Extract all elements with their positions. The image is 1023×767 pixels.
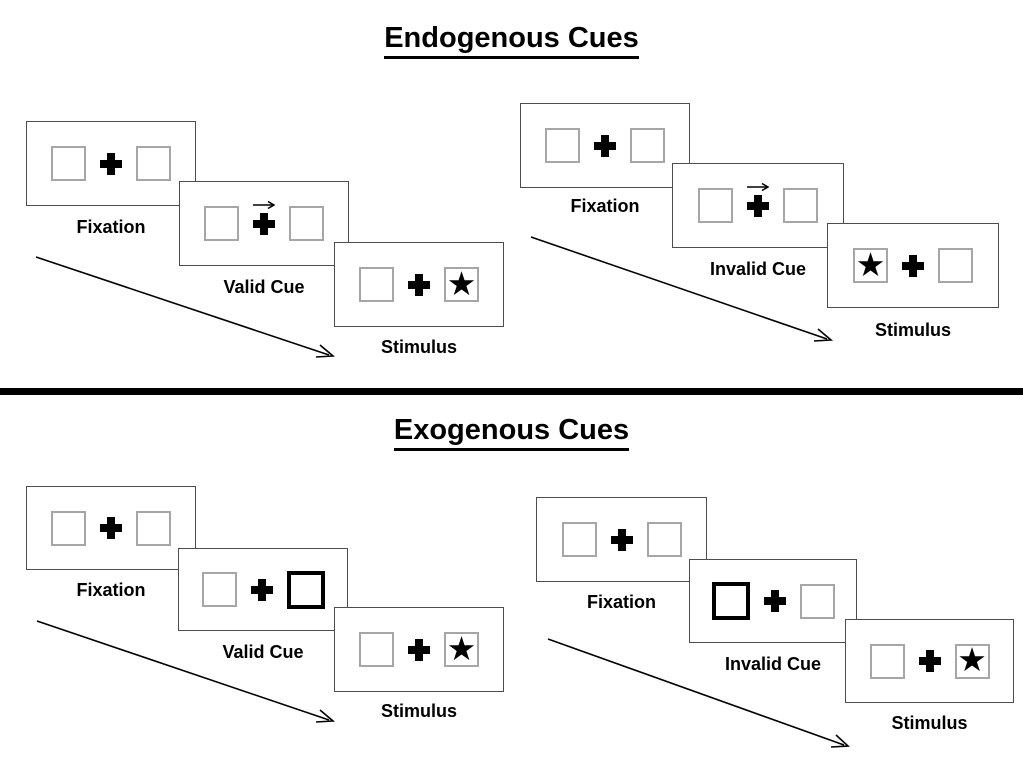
fixation-cross-icon [763, 590, 786, 612]
fixation-cross-icon [594, 134, 616, 157]
plus-shape [747, 194, 769, 217]
frame-label-invalid-cue: Invalid Cue [709, 259, 807, 279]
exo-valid-fixation-panel [26, 486, 196, 570]
right-placeholder-box [783, 188, 818, 223]
fixation-cross-icon [902, 254, 924, 277]
star-icon: ★ [957, 641, 987, 678]
left-placeholder-box [201, 572, 237, 607]
right-target-box: ★ [444, 267, 479, 302]
plus-shape [253, 212, 275, 235]
endo-valid-fixation-panel [26, 121, 196, 206]
endo-invalid-cue-panel [672, 163, 844, 248]
section-divider [0, 388, 1023, 395]
fixation-cross-icon [100, 517, 122, 539]
frame-label-invalid-cue: Invalid Cue [724, 654, 822, 674]
endo-valid-stimulus-panel: ★ [334, 242, 504, 327]
timeline-arrow [547, 638, 850, 748]
plus-shape [250, 578, 273, 601]
plus-shape [763, 590, 786, 612]
endo-invalid-stimulus-panel: ★ [827, 223, 999, 308]
fixation-cross-icon [408, 638, 430, 661]
fixation-cross-icon [408, 273, 430, 296]
plus-shape [902, 254, 924, 277]
right-placeholder-box [799, 583, 835, 619]
fixation-cross-icon [747, 182, 770, 217]
brightened-cue-box [711, 582, 750, 620]
frame-label-fixation: Fixation [76, 580, 146, 600]
fixation-cross-icon [100, 152, 122, 175]
plus-shape [594, 134, 616, 157]
right-target-box: ★ [954, 641, 990, 679]
frame-label-fixation: Fixation [76, 217, 146, 237]
right-placeholder-box [630, 128, 665, 163]
frame-label-stimulus: Stimulus [874, 320, 951, 340]
frame-label-valid-cue: Valid Cue [223, 277, 305, 297]
plus-shape [918, 650, 941, 672]
exogenous-title-text: Exogenous Cues [393, 414, 630, 451]
endo-invalid-fixation-panel [520, 103, 690, 188]
plus-shape [610, 528, 633, 551]
right-placeholder-box [938, 248, 973, 283]
left-placeholder-box [561, 522, 597, 557]
endo-valid-cue-panel [179, 181, 349, 266]
right-placeholder-box [289, 206, 324, 241]
brightened-cue-box [286, 570, 325, 609]
plus-shape [408, 273, 430, 296]
exo-valid-cue-panel [178, 548, 348, 631]
frame-label-stimulus: Stimulus [380, 337, 457, 357]
right-placeholder-box [646, 522, 682, 557]
frame-label-stimulus: Stimulus [380, 701, 457, 721]
star-icon: ★ [446, 629, 477, 667]
left-placeholder-box [51, 510, 86, 546]
frame-label-valid-cue: Valid Cue [222, 642, 304, 662]
star-icon: ★ [855, 245, 886, 283]
endogenous-title-text: Endogenous Cues [384, 22, 639, 59]
exo-invalid-fixation-panel [536, 497, 707, 582]
fixation-cross-icon [253, 200, 276, 235]
timeline-arrow [530, 236, 834, 342]
plus-shape [100, 152, 122, 175]
plus-shape [100, 517, 122, 539]
timeline-arrow [36, 620, 336, 723]
right-placeholder-box [136, 510, 171, 546]
exo-valid-stimulus-panel: ★ [334, 607, 504, 692]
fixation-cross-icon [250, 578, 273, 601]
exogenous-section-title: Exogenous Cues [0, 414, 1023, 451]
frame-label-fixation: Fixation [586, 592, 656, 612]
left-placeholder-box [51, 146, 86, 181]
cue-arrow-icon [253, 200, 276, 209]
left-placeholder-box [869, 643, 905, 679]
cue-arrow-icon [747, 182, 770, 191]
timeline-arrow [35, 256, 336, 358]
frame-label-stimulus: Stimulus [891, 713, 968, 733]
endogenous-section-title: Endogenous Cues [0, 22, 1023, 59]
right-target-box: ★ [444, 632, 479, 667]
left-placeholder-box [359, 267, 394, 302]
left-placeholder-box [545, 128, 580, 163]
left-target-box: ★ [853, 248, 888, 283]
frame-label-fixation: Fixation [570, 196, 640, 216]
star-icon: ★ [446, 264, 477, 302]
left-placeholder-box [204, 206, 239, 241]
left-placeholder-box [698, 188, 733, 223]
left-placeholder-box [359, 632, 394, 667]
plus-shape [408, 638, 430, 661]
fixation-cross-icon [918, 650, 941, 672]
fixation-cross-icon [610, 528, 633, 551]
exo-invalid-stimulus-panel: ★ [845, 619, 1014, 703]
right-placeholder-box [136, 146, 171, 181]
exo-invalid-cue-panel [689, 559, 857, 643]
